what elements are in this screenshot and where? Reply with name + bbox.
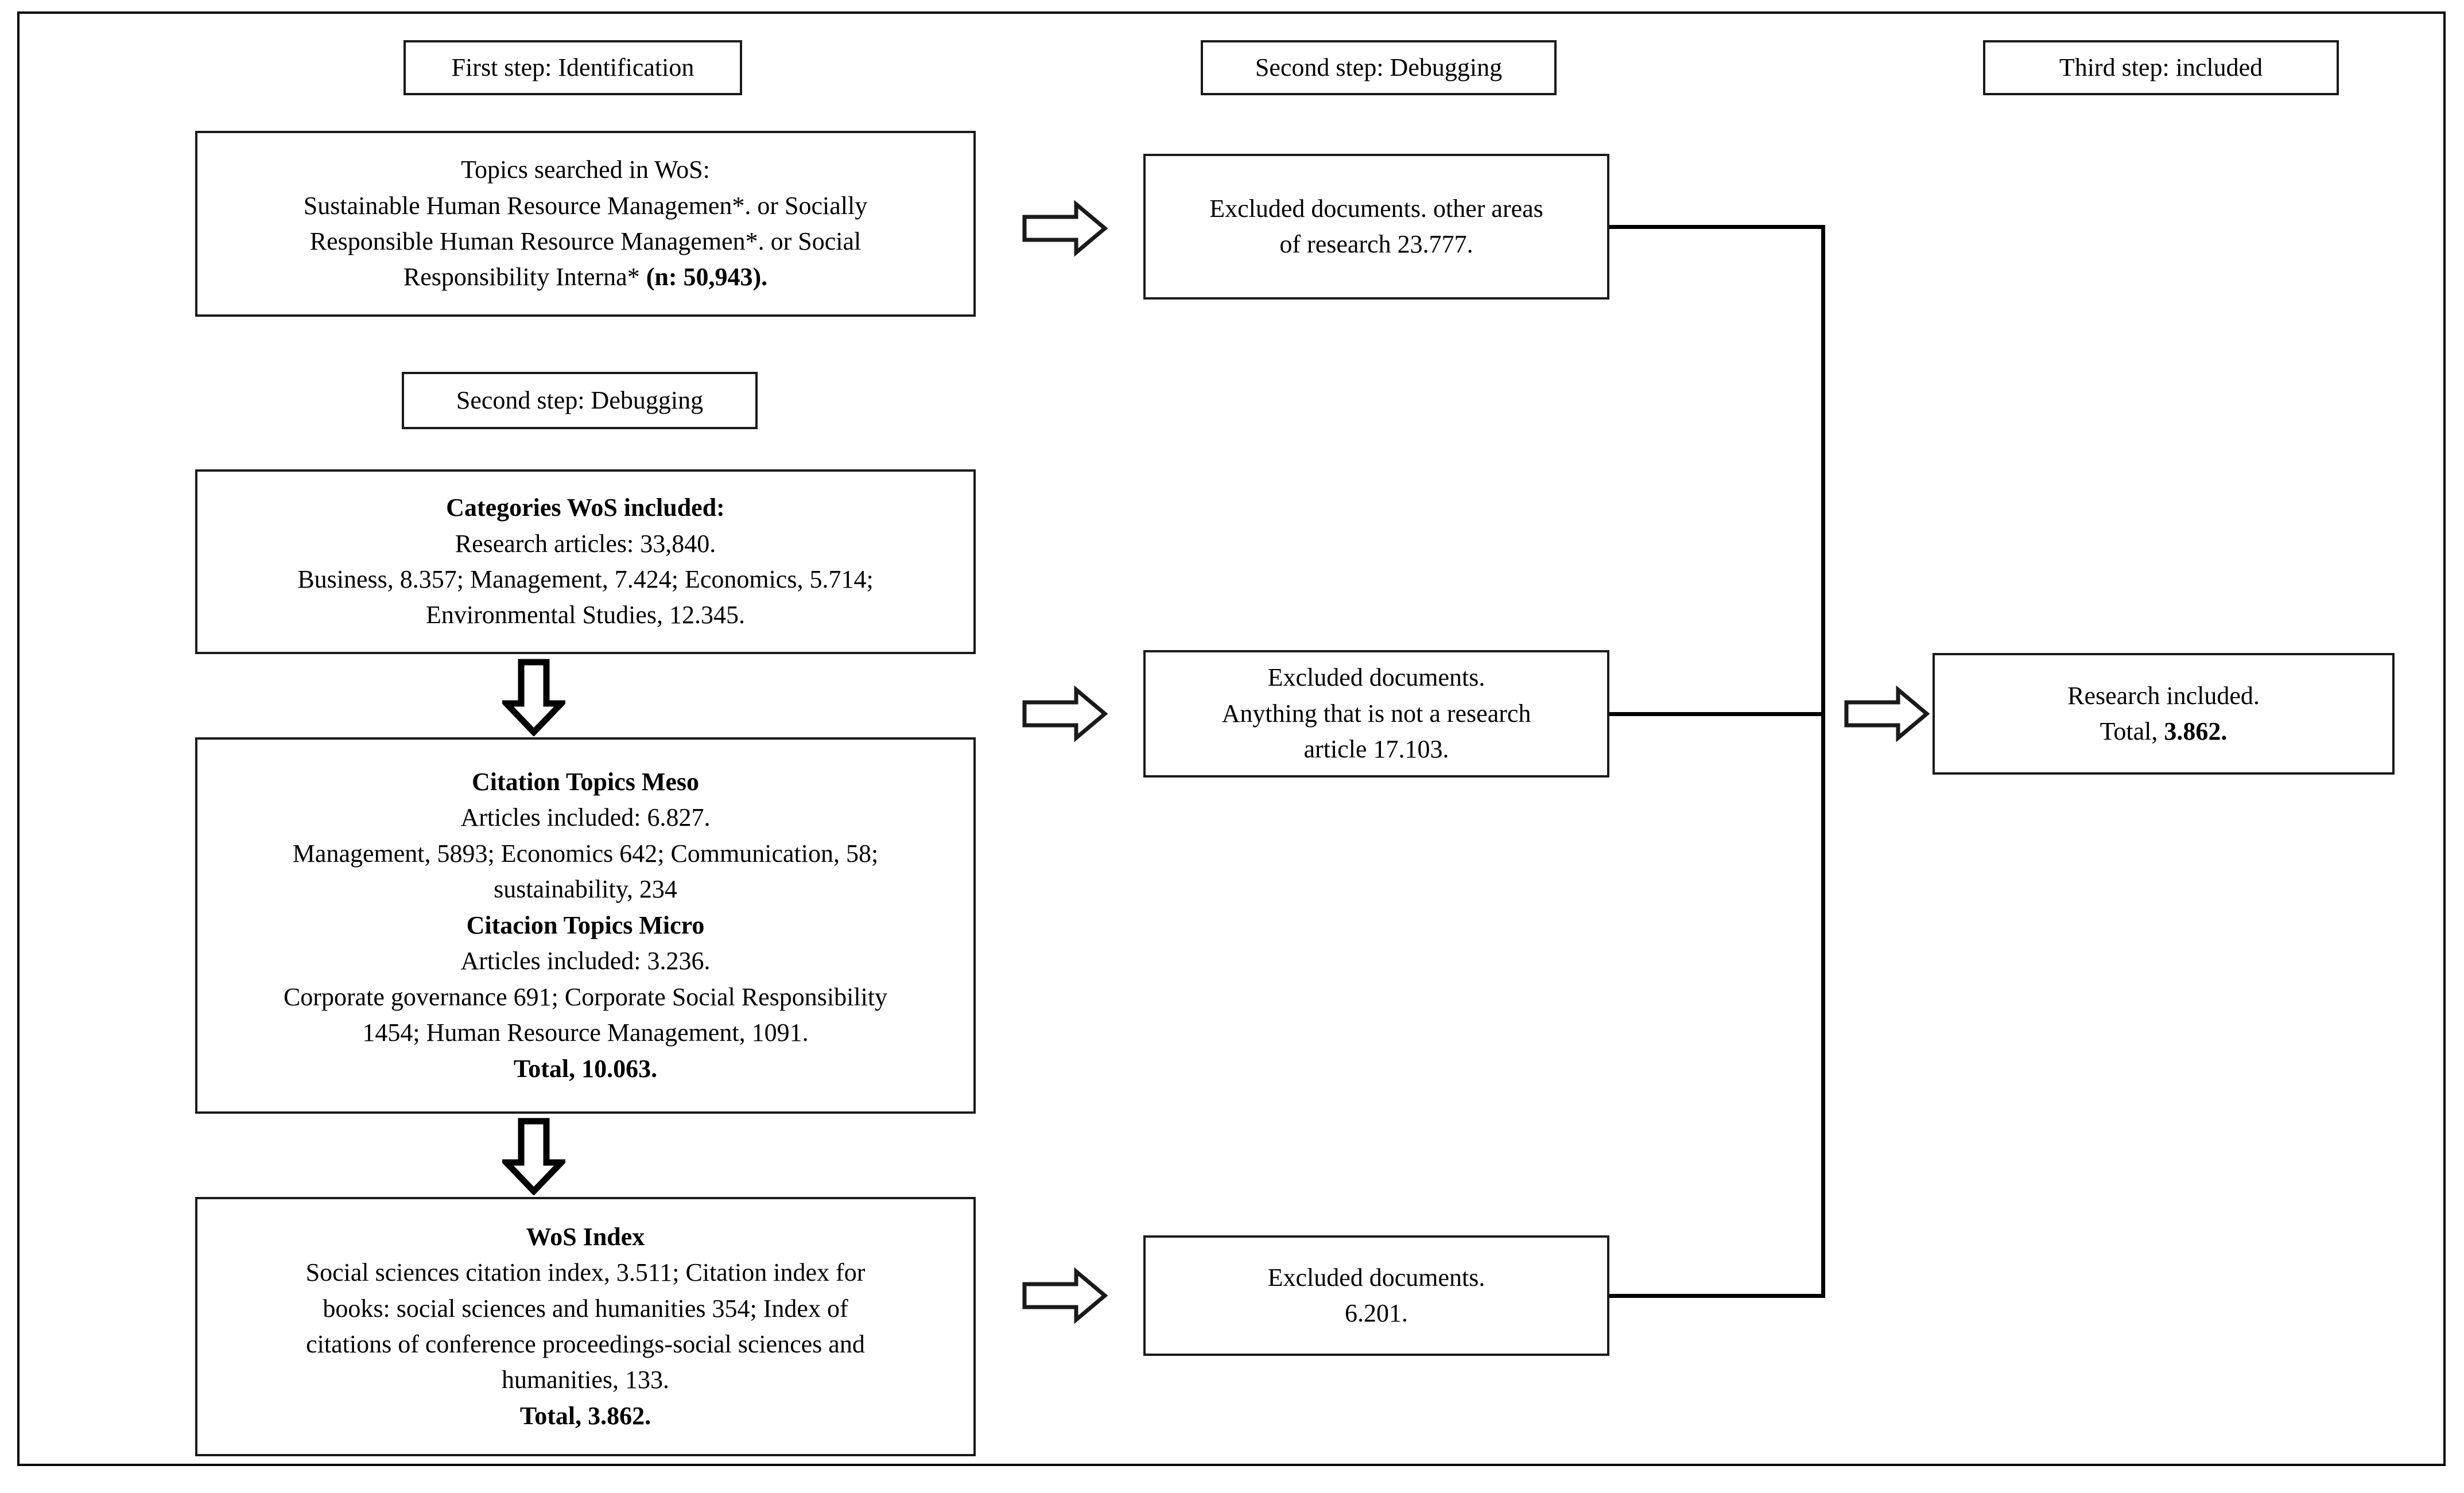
citation-line-6: Corporate governance 691; Corporate Soci…	[283, 982, 888, 1011]
excluded-bottom-box-text: Excluded documents. 6.201.	[1146, 1260, 1607, 1332]
wos-index-line-0: WoS Index	[526, 1222, 645, 1251]
excluded-middle-line-2: article 17.103.	[1303, 735, 1449, 764]
categories-line-3: Environmental Studies, 12.345.	[425, 601, 746, 629]
connector-line-top	[1609, 225, 1825, 229]
categories-line-0: Categories WoS included:	[446, 493, 725, 522]
research-included-box-text: Research included. Total, 3.862.	[1935, 678, 2392, 750]
citation-line-0: Citation Topics Meso	[471, 767, 700, 796]
research-included-line-1: Total, 3.862.	[1943, 714, 2384, 749]
citation-line-3: sustainability, 234	[494, 875, 677, 904]
research-included-total-bold: 3.862.	[2164, 717, 2228, 745]
citation-line-4: Citacion Topics Micro	[466, 911, 705, 939]
categories-wos-box-text: Categories WoS included: Research articl…	[197, 490, 973, 633]
excluded-top-box: Excluded documents. other areas of resea…	[1143, 154, 1609, 300]
citation-line-2: Management, 5893; Economics 642; Communi…	[292, 839, 879, 868]
header-first-step-label: First step: Identification	[451, 53, 694, 81]
connector-line-bottom	[1609, 1294, 1825, 1298]
header-third-step-label: Third step: included	[2059, 53, 2263, 81]
categories-line-2: Business, 8.357; Management, 7.424; Econ…	[297, 565, 874, 593]
citation-line-5: Articles included: 3.236.	[460, 947, 711, 975]
header-second-step-top: Second step: Debugging	[1201, 40, 1557, 95]
research-included-line-0: Research included.	[2067, 681, 2260, 710]
header-first-step: First step: Identification	[403, 40, 742, 95]
arrow-right-block-icon-3	[1022, 1267, 1108, 1324]
arrow-right-block-icon-2	[1022, 685, 1108, 742]
wos-index-line-4: humanities, 133.	[501, 1366, 670, 1394]
arrow-right-block-icon-4	[1844, 685, 1930, 742]
excluded-middle-line-0: Excluded documents.	[1267, 663, 1485, 692]
identification-line-3-bold: (n: 50,943).	[646, 263, 768, 291]
wos-index-line-1: Social sciences citation index, 3.511; C…	[305, 1258, 866, 1287]
citation-topics-box-text: Citation Topics Meso Articles included: …	[197, 764, 973, 1087]
research-included-box: Research included. Total, 3.862.	[1933, 653, 2395, 775]
excluded-top-box-text: Excluded documents. other areas of resea…	[1146, 191, 1607, 263]
citation-line-1: Articles included: 6.827.	[460, 803, 711, 832]
excluded-bottom-line-1: 6.201.	[1345, 1299, 1408, 1327]
citation-line-8: Total, 10.063.	[513, 1054, 658, 1083]
excluded-bottom-line-0: Excluded documents.	[1267, 1263, 1485, 1292]
excluded-top-line-1: of research 23.777.	[1279, 230, 1473, 258]
identification-line-3-plain: Responsibility Interna*	[403, 263, 646, 291]
wos-index-line-2: books: social sciences and humanities 35…	[323, 1294, 848, 1323]
identification-box-text: Topics searched in WoS: Sustainable Huma…	[197, 152, 973, 296]
wos-index-box: WoS Index Social sciences citation index…	[195, 1197, 976, 1456]
categories-line-1: Research articles: 33,840.	[455, 529, 716, 558]
arrow-down-block-icon-2	[502, 1118, 565, 1195]
header-second-step-left: Second step: Debugging	[402, 372, 758, 429]
connector-line-middle	[1609, 712, 1825, 716]
identification-line-2: Responsible Human Resource Managemen*. o…	[309, 227, 862, 255]
identification-line-0: Topics searched in WoS:	[461, 155, 710, 184]
header-third-step: Third step: included	[1983, 40, 2339, 95]
citation-line-7: 1454; Human Resource Management, 1091.	[362, 1018, 809, 1047]
excluded-top-line-0: Excluded documents. other areas	[1209, 194, 1543, 223]
wos-index-line-5: Total, 3.862.	[519, 1401, 651, 1430]
connector-vertical-bus	[1821, 225, 1825, 1298]
excluded-bottom-box: Excluded documents. 6.201.	[1143, 1235, 1609, 1356]
wos-index-box-text: WoS Index Social sciences citation index…	[197, 1219, 973, 1434]
arrow-down-block-icon-1	[502, 659, 565, 736]
header-second-step-top-label: Second step: Debugging	[1255, 53, 1503, 81]
wos-index-line-3: citations of conference proceedings-soci…	[306, 1330, 865, 1358]
categories-wos-box: Categories WoS included: Research articl…	[195, 469, 976, 654]
citation-topics-box: Citation Topics Meso Articles included: …	[195, 737, 976, 1114]
excluded-middle-box-text: Excluded documents. Anything that is not…	[1146, 660, 1607, 767]
identification-line-1: Sustainable Human Resource Managemen*. o…	[303, 191, 868, 220]
excluded-middle-line-1: Anything that is not a research	[1221, 699, 1531, 728]
arrow-right-block-icon-1	[1022, 200, 1108, 257]
excluded-middle-box: Excluded documents. Anything that is not…	[1143, 650, 1609, 777]
identification-box: Topics searched in WoS: Sustainable Huma…	[195, 131, 976, 317]
research-included-total-plain: Total,	[2100, 717, 2164, 745]
header-second-step-left-label: Second step: Debugging	[456, 386, 704, 414]
identification-line-3: Responsibility Interna* (n: 50,943).	[205, 259, 965, 295]
